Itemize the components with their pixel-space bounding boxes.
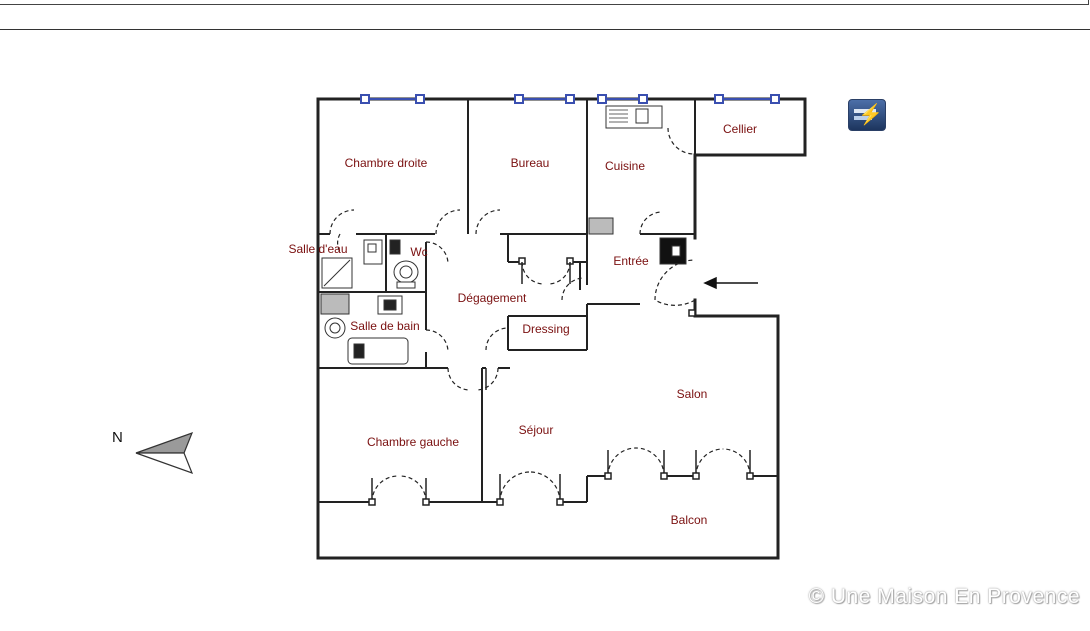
top-frame-border <box>0 0 1089 5</box>
watermark: © Une Maison En Provence <box>808 585 1080 608</box>
interior-walls <box>318 99 778 503</box>
fixtures <box>320 105 687 365</box>
room-label-sejour: Séjour <box>519 423 554 437</box>
app-icon[interactable]: ⚡ <box>848 99 886 131</box>
door-leaves <box>368 257 754 506</box>
room-label-balcon: Balcon <box>671 513 708 527</box>
room-label-chambre-droite: Chambre droite <box>345 156 428 170</box>
north-arrow-icon <box>135 431 194 475</box>
room-label-wc: Wc <box>410 245 427 259</box>
room-label-dressing: Dressing <box>522 322 569 336</box>
top-divider <box>0 29 1090 30</box>
room-label-cuisine: Cuisine <box>605 159 645 173</box>
room-label-degagement: Dégagement <box>458 291 527 305</box>
room-label-salon: Salon <box>677 387 708 401</box>
windows <box>360 94 780 104</box>
room-label-salle-de-bain: Salle de bain <box>350 319 419 333</box>
room-label-salle-deau: Salle d'eau <box>288 242 347 256</box>
door-swings <box>329 127 751 503</box>
entrance-arrow-icon <box>703 276 758 290</box>
north-label: N <box>112 429 123 446</box>
room-label-cellier: Cellier <box>723 122 757 136</box>
room-label-chambre-gauche: Chambre gauche <box>367 435 459 449</box>
room-label-bureau: Bureau <box>511 156 550 170</box>
room-label-entree: Entrée <box>613 254 649 268</box>
room-labels: Chambre droite Bureau Cuisine Cellier Sa… <box>288 122 757 527</box>
